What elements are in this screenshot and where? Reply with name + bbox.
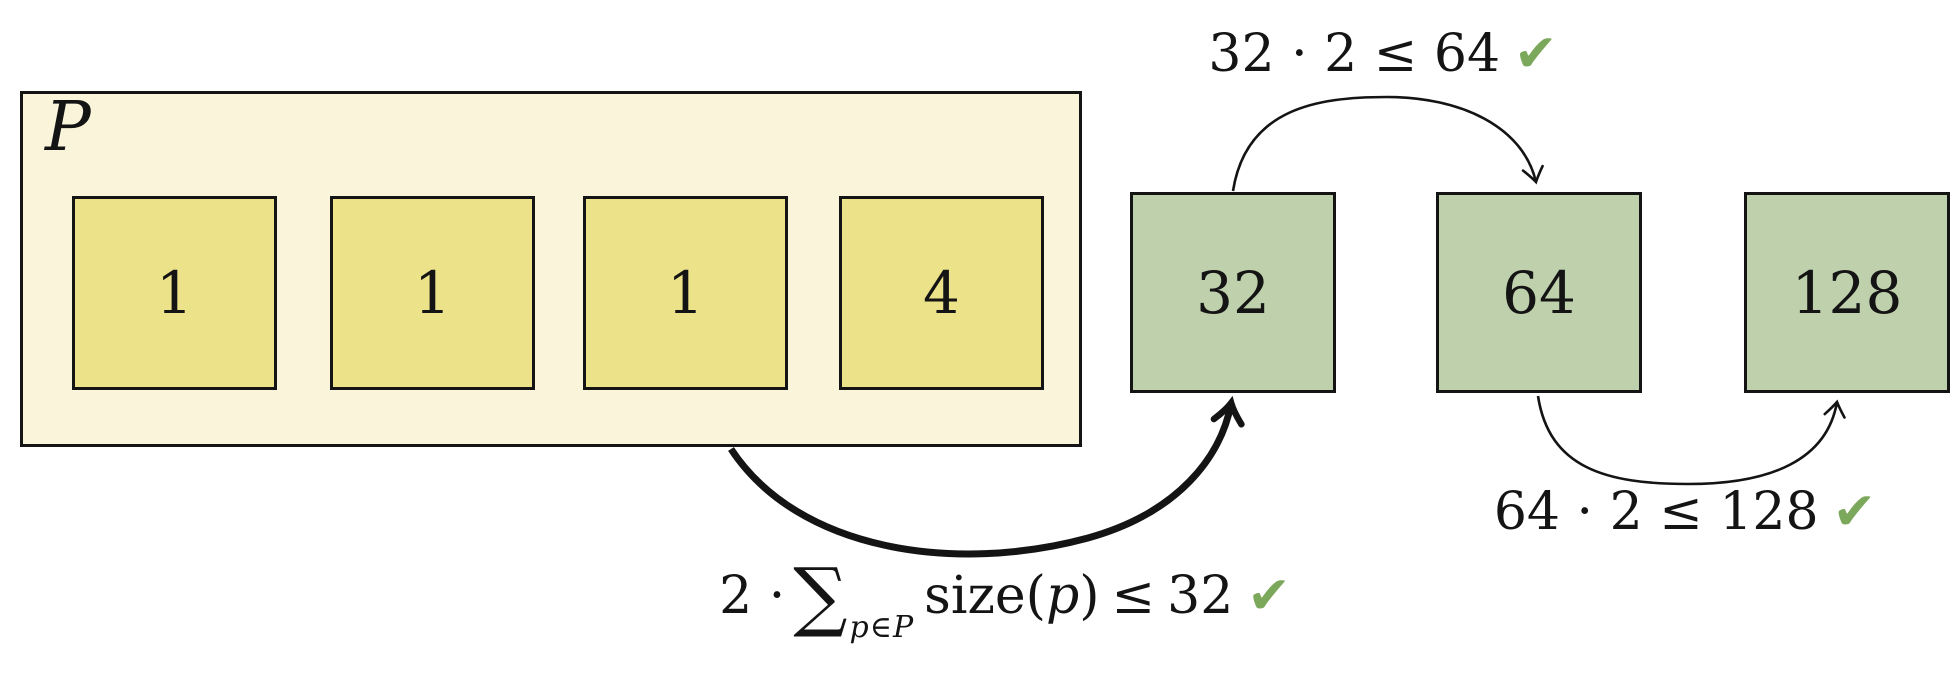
constraint-64-128: 64 · 2 ≤ 128✔ (1493, 482, 1877, 542)
arrow-32-to-64 (1231, 95, 1544, 192)
level-box-128: 128 (1744, 192, 1950, 393)
constraint-32-64: 32 · 2 ≤ 64✔ (1208, 24, 1558, 84)
formula-close-paren: ) (1079, 566, 1100, 626)
constraint-text: 64 · 2 ≤ 128 (1493, 482, 1819, 542)
level-value: 64 (1502, 258, 1576, 327)
formula-arg: p (1045, 566, 1080, 626)
formula-size-fn: size( (924, 566, 1046, 626)
constraint-pool-sum: 2 ·∑p∈Psize(p)≤32✔ (719, 551, 1291, 645)
level-value: 128 (1791, 258, 1903, 327)
pool-box: P 1 1 1 4 (20, 91, 1082, 447)
checkmark-icon: ✔ (1832, 482, 1877, 542)
checkmark-icon: ✔ (1247, 566, 1291, 626)
pool-item-size-1-a: 1 (72, 196, 277, 390)
pool-item-value: 4 (923, 259, 960, 327)
formula-lead: 2 · (719, 566, 786, 626)
pool-item-value: 1 (667, 259, 704, 327)
level-value: 32 (1196, 258, 1270, 327)
constraint-text: 32 · 2 ≤ 64 (1208, 24, 1501, 84)
pool-item-value: 1 (414, 259, 451, 327)
pool-item-size-4: 4 (839, 196, 1044, 390)
formula-bound: 32 (1167, 566, 1234, 626)
formula-relation: ≤ (1111, 566, 1156, 626)
pool-item-value: 1 (156, 259, 193, 327)
pool-item-size-1-b: 1 (330, 196, 535, 390)
pool-item-size-1-c: 1 (583, 196, 788, 390)
checkmark-icon: ✔ (1514, 24, 1558, 84)
arrow-64-to-128 (1536, 395, 1846, 486)
summation-subscript: p∈P (849, 610, 915, 645)
level-box-32: 32 (1130, 192, 1336, 393)
pool-set-label: P (45, 88, 91, 167)
level-box-64: 64 (1436, 192, 1642, 393)
